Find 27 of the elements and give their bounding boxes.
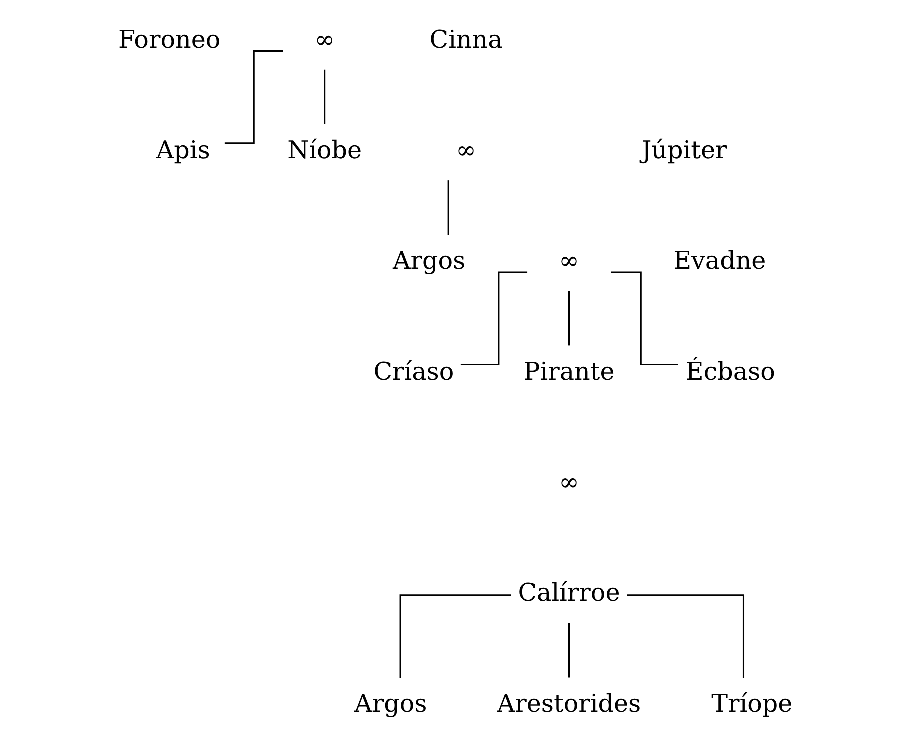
connector xyxy=(460,272,528,366)
node-text: Cinna xyxy=(429,24,502,54)
node-text: Júpiter xyxy=(641,135,727,164)
node-text: Calírroe xyxy=(518,578,620,608)
node-text: Argos xyxy=(392,246,466,276)
node-text: Evadne xyxy=(673,246,766,276)
node-text: Níobe xyxy=(287,135,362,164)
node-text: ∞ xyxy=(314,24,335,54)
connector xyxy=(224,50,283,144)
node-text: ∞ xyxy=(456,135,476,164)
connector xyxy=(610,272,678,366)
connector xyxy=(399,594,511,678)
node-text: Argos xyxy=(354,688,427,718)
node-text: Écbaso xyxy=(685,356,775,386)
label: ∞ xyxy=(558,468,579,497)
connector xyxy=(324,70,326,124)
node-text: Arestorides xyxy=(496,688,641,718)
connector xyxy=(568,623,570,678)
connector xyxy=(568,291,570,346)
node-text: Apis xyxy=(156,135,210,164)
connector xyxy=(447,180,449,236)
node-text: Pirante xyxy=(523,356,614,386)
node-text: Críaso xyxy=(373,356,454,386)
connector xyxy=(626,594,744,678)
node-text: Foroneo xyxy=(118,24,220,54)
node-text: ∞ xyxy=(558,246,579,276)
node-text: Tríope xyxy=(711,688,792,718)
